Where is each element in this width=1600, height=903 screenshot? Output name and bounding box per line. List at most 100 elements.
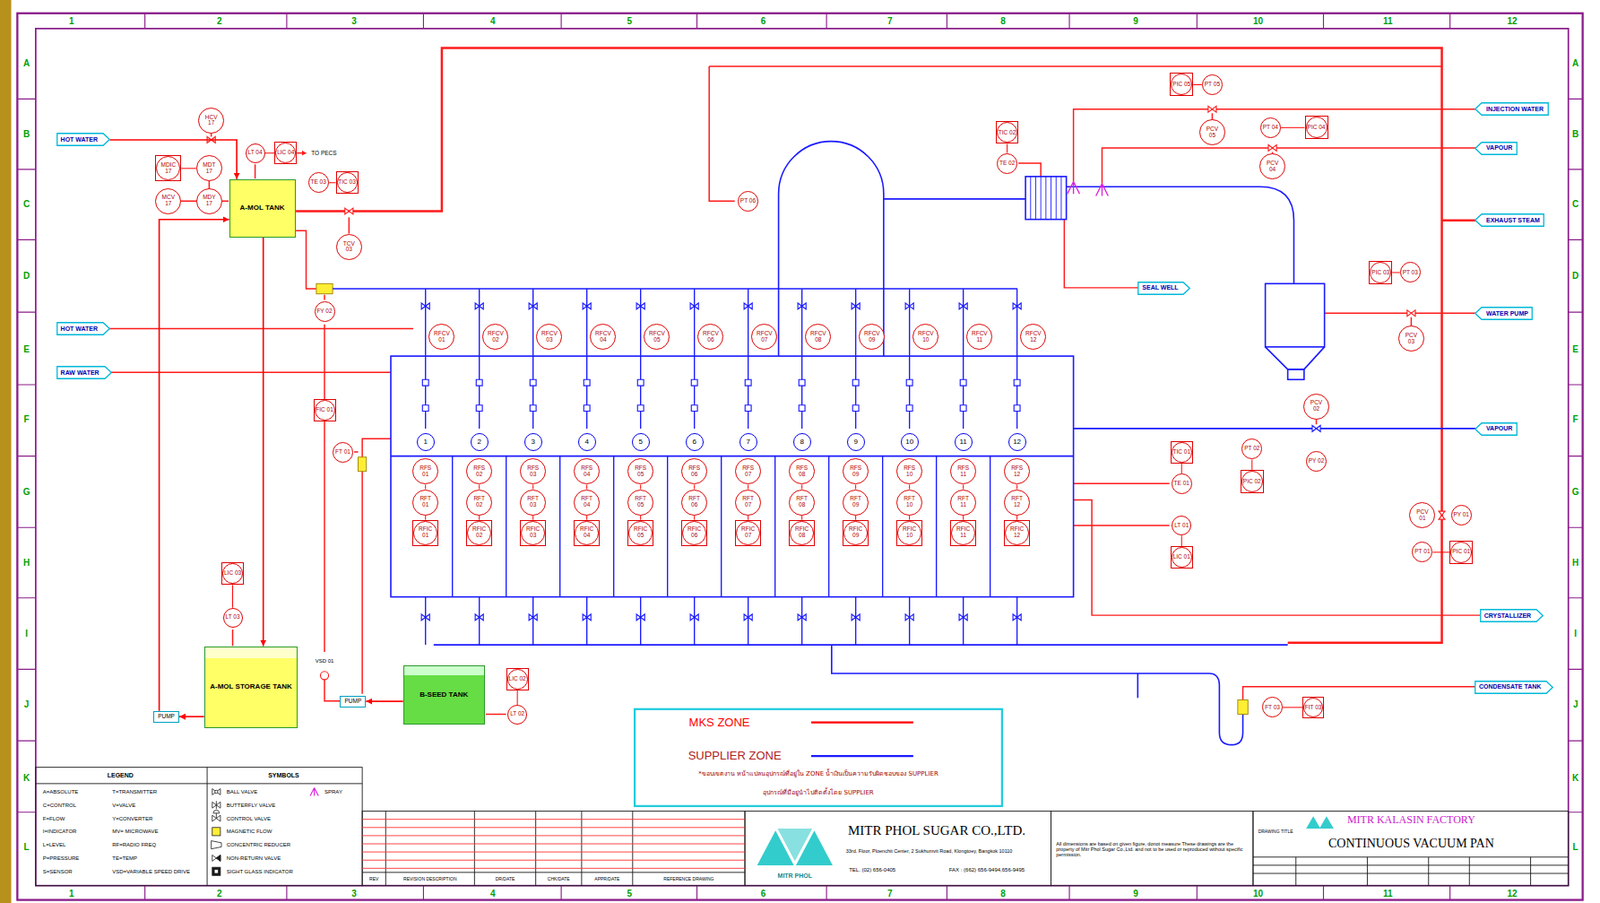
annotation-text: P=PRESSURE <box>43 855 80 862</box>
instrument-bubble: RFS 02 <box>466 458 493 485</box>
flange-symbol <box>691 379 698 411</box>
controller-symbol: RFIC 02 <box>466 519 493 546</box>
node-text: EXHAUST STEAM <box>1486 216 1540 224</box>
tag-outline <box>56 366 112 380</box>
annotation-text: L=LEVEL <box>43 841 67 848</box>
tag-outline <box>1475 680 1554 693</box>
node-text: RFIC 06 <box>685 526 704 539</box>
instrument-bubble: RFS 12 <box>1003 458 1030 485</box>
flange-symbol <box>1013 379 1021 411</box>
instrument-bubble: RFT 06 <box>681 489 708 516</box>
controller-symbol: RFIC 11 <box>950 519 977 546</box>
node-text: 2 <box>476 438 481 446</box>
flange-symbol <box>422 379 429 411</box>
node-text: LIC 03 <box>224 570 242 577</box>
annotation-text: C=CONTROL <box>43 802 77 809</box>
signal-line <box>908 484 910 489</box>
cell-wall <box>451 456 453 597</box>
annotation-text: Y=CONVERTER <box>112 815 153 822</box>
instrument-bubble: PCV 03 <box>1398 325 1425 352</box>
cell-number: 1 <box>416 432 435 451</box>
node-text: RFIC 03 <box>524 526 543 539</box>
node-text: RFCV 11 <box>970 330 989 344</box>
node-text: 10 <box>905 438 914 446</box>
node-text: RFS 01 <box>416 465 435 478</box>
instrument-bubble: RFT 10 <box>896 489 923 516</box>
instrument-bubble: PT 03 <box>1400 261 1421 283</box>
instrument-bubble: FT 01 <box>332 441 354 463</box>
node-text: PCV 03 <box>1401 332 1420 346</box>
legend-text: MAGNETIC FLOW <box>226 828 273 834</box>
node-text: PY 02 <box>1308 458 1325 465</box>
signal-line <box>532 484 534 489</box>
signal-line <box>747 484 749 489</box>
stream-tag: RAW WATER <box>56 365 113 380</box>
instrument-bubble: PCV 01 <box>1409 501 1436 528</box>
instrument-bubble: RFS 05 <box>627 458 654 485</box>
annotation-text: MV= MICROWAVE <box>112 828 158 835</box>
cell-wall <box>613 456 615 597</box>
controller-symbol: RFIC 04 <box>573 519 600 546</box>
instrument-bubble: RFS 11 <box>950 458 977 485</box>
annotation-text: อุปกรณ์ที่มีอยู่นำไปติดตั้งโดย SUPPLIER <box>640 789 997 797</box>
node-text: RFT 01 <box>416 495 435 509</box>
signal-line <box>232 584 234 607</box>
pipe-line <box>365 700 403 702</box>
grid-reference: 2 <box>216 16 223 26</box>
grid-reference: 4 <box>490 16 496 26</box>
node-text: MDT 17 <box>199 162 218 175</box>
node-text: MDY 17 <box>199 194 218 208</box>
signal-line <box>181 167 197 169</box>
zone-legend-box <box>634 709 1003 806</box>
magnetic-flow <box>316 283 333 294</box>
controller-symbol: RFIC 09 <box>842 519 869 546</box>
pump-box: PUMP <box>153 710 180 723</box>
instrument-bubble: RFCV 09 <box>858 323 885 350</box>
signal-line <box>1181 463 1183 474</box>
legend-line <box>811 754 914 757</box>
node-text: LIC 02 <box>509 675 527 683</box>
cell-wall <box>505 456 507 597</box>
instrument-bubble: MDT 17 <box>196 155 223 182</box>
node-text: FT 01 <box>335 449 351 456</box>
controller-symbol: RFIC 07 <box>735 519 762 546</box>
node-text: PY 01 <box>1452 511 1470 519</box>
node-text: RFIC 12 <box>1008 526 1027 539</box>
legend-text: CONTROL VALVE <box>226 815 271 822</box>
valve-symbol <box>207 105 1445 519</box>
pipe-line <box>262 237 265 647</box>
controller-symbol: LIC 03 <box>221 562 244 585</box>
instrument-bubble: HCV 17 <box>198 107 225 134</box>
legend-text: SPRAY <box>324 788 343 795</box>
node-text: LIC 01 <box>1173 553 1191 561</box>
annotation-text: TO PECS <box>311 149 337 156</box>
stream-tag: CONDENSATE TANK <box>1474 680 1554 694</box>
grid-reference: 12 <box>1507 888 1518 899</box>
node-text: RFCV 07 <box>755 330 774 344</box>
flange-symbol <box>529 379 537 411</box>
grid-reference: B <box>1572 129 1579 139</box>
instrument-bubble: PCV 02 <box>1303 393 1330 420</box>
controller-symbol: PIC 03 <box>1368 260 1393 285</box>
grid-reference: C <box>1572 198 1579 209</box>
instrument-bubble: RFCV 05 <box>643 323 670 350</box>
node-text: 1 <box>423 438 427 446</box>
node-text: LT 04 <box>248 149 263 156</box>
node-text: RFCV 04 <box>594 330 613 344</box>
signal-line <box>517 690 519 705</box>
legend-entry: BUTTERFLY VALVE <box>226 802 277 809</box>
signal-line <box>1006 143 1008 153</box>
legend-entry: SUPPLIER ZONE <box>688 749 782 762</box>
controller-symbol: LIC 04 <box>274 141 297 165</box>
grid-reference: E <box>1572 344 1579 355</box>
tag-outline <box>1475 307 1533 320</box>
instrument-bubble: RFT 07 <box>735 489 762 516</box>
drawing-frame <box>17 13 1583 900</box>
instrument-bubble: RFCV 01 <box>428 323 455 350</box>
flange-symbol <box>798 379 805 411</box>
annotation-text: All dimensions are based on given figure… <box>1055 840 1248 857</box>
instrument-bubble: RFT 05 <box>627 489 654 516</box>
signal-line <box>1282 706 1303 708</box>
annotation-text: T=TRANSMITTER <box>112 788 157 796</box>
grid-reference: E <box>23 344 30 355</box>
